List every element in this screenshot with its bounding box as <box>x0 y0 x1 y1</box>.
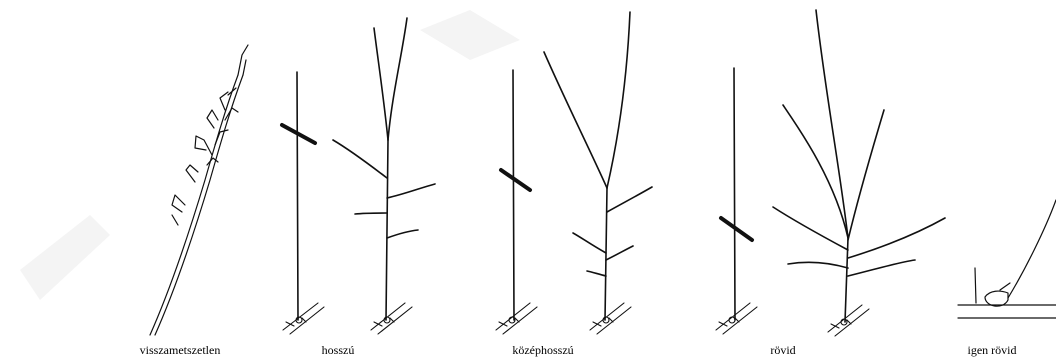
caption-medium: középhosszú <box>512 343 573 358</box>
ground-mark-6 <box>828 305 869 336</box>
cut-mark <box>282 125 315 143</box>
short-whip <box>721 68 752 320</box>
cut-mark <box>721 218 752 240</box>
long-tree <box>333 18 435 320</box>
caption-unpruned: visszametszetlen <box>140 343 221 358</box>
ground-mark-4 <box>590 303 631 334</box>
ground-mark-3 <box>496 303 537 334</box>
watermark <box>20 10 520 300</box>
ground-mark-1 <box>283 303 324 334</box>
ground-mark-5 <box>716 303 757 334</box>
medium-whip <box>501 70 530 320</box>
caption-long: hosszú <box>322 343 355 358</box>
unpruned-shoot <box>150 45 248 335</box>
cut-mark <box>501 170 530 190</box>
medium-tree <box>544 12 652 320</box>
short-tree <box>773 10 945 322</box>
very-short-detail <box>958 200 1056 318</box>
caption-very-short: igen rövid <box>968 343 1017 358</box>
caption-short: rövid <box>770 343 795 358</box>
ground-mark-2 <box>371 303 412 334</box>
long-whip <box>282 72 315 320</box>
ground-marks <box>283 303 869 336</box>
